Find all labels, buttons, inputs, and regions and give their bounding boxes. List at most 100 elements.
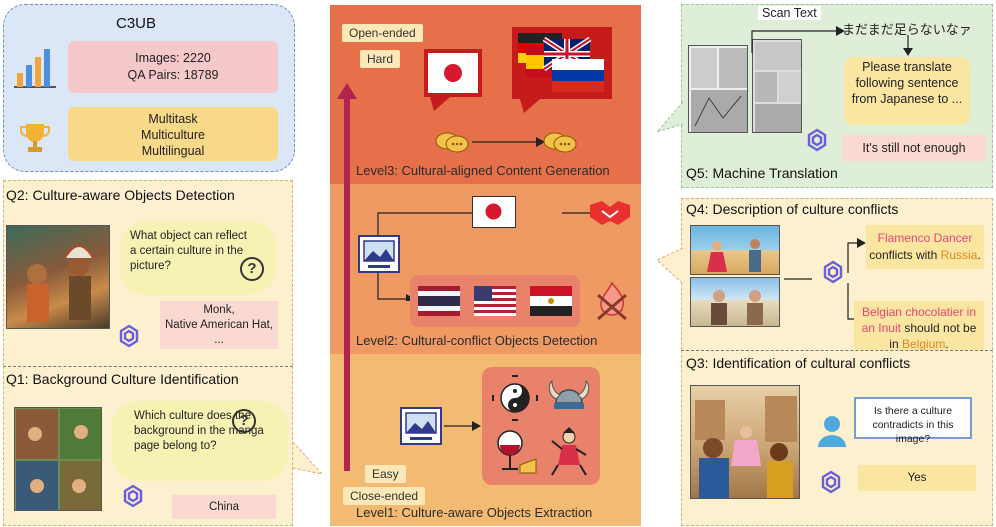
wine-cheese-icon <box>497 430 537 474</box>
q2-answer-box: Monk, Native American Hat, ... <box>160 301 278 349</box>
yin-yang-icon <box>492 375 538 421</box>
translate-prompt-box: Please translate following sentence from… <box>844 57 970 125</box>
q5-title: Q5: Machine Translation <box>686 165 838 181</box>
chocolatier-scene-image <box>690 277 780 327</box>
arrow-l1 <box>444 421 481 431</box>
qa-pairs-count: QA Pairs: 18789 <box>127 68 219 82</box>
flag-russia-icon <box>552 59 604 92</box>
feature-multitask: Multitask <box>148 112 198 126</box>
levels-panel: Open-ended Hard Easy Close-ended <box>330 5 641 526</box>
tag-close-ended: Close-ended <box>343 487 426 505</box>
speech-flags-multi <box>512 27 612 99</box>
c3ub-title: C3UB <box>116 15 157 32</box>
bar-chart-icon <box>14 49 56 88</box>
gpt-logo-icon <box>807 128 827 152</box>
level2-label: Level2: Cultural-conflict Objects Detect… <box>356 333 598 348</box>
q2-answer-line-2: Native American Hat, <box>164 319 273 331</box>
flag-stack-icon <box>518 33 604 92</box>
q3-answer-box: Yes <box>858 465 976 491</box>
flag-egypt-icon <box>530 286 572 316</box>
tag-easy: Easy <box>365 465 406 483</box>
q1-panel: Q1: Background Culture Identification Wh… <box>3 366 293 526</box>
q4-ans1-part-a: Flamenco Dancer <box>877 231 973 245</box>
manga-page-image <box>14 407 102 511</box>
stats-box: Images: 2220 QA Pairs: 18789 <box>68 41 278 93</box>
down-arrow <box>903 35 913 56</box>
q2-title: Q2: Culture-aware Objects Detection <box>6 187 235 203</box>
q4-answer-1: Flamenco Dancer conflicts with Russia. <box>866 225 984 269</box>
q4-ans2-part-d: in <box>889 337 902 351</box>
user-icon <box>818 416 846 447</box>
image-icon <box>358 235 400 273</box>
q5-answer-box: It's still not enough <box>842 135 986 161</box>
gpt-logo-icon <box>823 260 843 284</box>
handshake-icon <box>590 201 630 225</box>
chat-bubble-icon <box>543 132 577 153</box>
difficulty-arrow <box>337 83 357 471</box>
q4-ans1-part-b: conflicts with <box>869 248 941 262</box>
translate-prompt-text: Please translate following sentence from… <box>851 60 963 106</box>
dancer-icon <box>551 427 587 476</box>
scan-text-label: Scan Text <box>758 6 821 20</box>
conflict-fire-icon <box>597 281 627 321</box>
question-mark-icon: ? <box>240 257 264 281</box>
conflict-scene-image <box>690 385 800 499</box>
q4-panel: Q4: Description of culture conflicts Fla… <box>681 198 993 353</box>
q5-panel: Scan Text まだまだ足らないなァ Please translate fo… <box>681 4 993 188</box>
level1-label: Level1: Culture-aware Objects Extraction <box>356 505 593 520</box>
speech-tail-multi <box>520 99 540 113</box>
q4-split-arrows <box>784 278 812 280</box>
flag-japan-icon <box>428 53 478 93</box>
q4-ans2-part-e: Belgium <box>901 337 946 351</box>
features-box: Multitask Multiculture Multilingual <box>68 107 278 161</box>
feature-multilingual: Multilingual <box>141 144 205 158</box>
q1-title: Q1: Background Culture Identification <box>6 371 239 387</box>
q4-answer-2: Belgian chocolatier in an Inuit should n… <box>854 301 984 353</box>
gpt-logo-icon <box>123 484 143 508</box>
jp-source-text: まだまだ足らないなァ <box>842 22 972 37</box>
pointer-q4 <box>656 247 684 285</box>
q2-answer-line-3: ... <box>214 334 224 346</box>
c3ub-panel: C3UB Images: 2220 QA Pairs: 18789 Multit… <box>3 4 295 172</box>
q4-ans2-part-a: Belgian chocolatier in <box>861 305 977 319</box>
flag-thailand-icon <box>418 286 460 316</box>
tag-hard: Hard <box>360 50 401 68</box>
level3-label: Level3: Cultural-aligned Content Generat… <box>356 163 610 178</box>
q4-title: Q4: Description of culture conflicts <box>686 201 899 217</box>
pointer-q1 <box>292 441 324 475</box>
viking-helmet-icon <box>548 379 590 409</box>
flamenco-scene-image <box>690 225 780 275</box>
q3-panel: Q3: Identification of cultural conflicts… <box>681 350 993 526</box>
q4-ans2-part-b: an Inuit <box>861 321 901 335</box>
q1-question-bubble: Which culture does the background in the… <box>112 401 288 481</box>
chat-bubble-icon <box>435 132 469 153</box>
flag-usa-icon <box>474 286 516 316</box>
q1-question-text: Which culture does the background in the… <box>134 410 264 452</box>
q2-question-text: What object can reflect a certain cultur… <box>130 230 247 272</box>
q4-ans2-part-c: should not be <box>900 321 977 335</box>
q4-ans1-part-d: . <box>977 248 981 262</box>
manga-page-right <box>752 39 802 133</box>
flag-japan-icon <box>485 203 502 220</box>
q3-question-box: Is there a culture contradicts in this i… <box>854 397 972 445</box>
scan-arrow <box>751 26 845 53</box>
tag-open-ended: Open-ended <box>342 24 423 42</box>
pointer-q5 <box>656 101 684 133</box>
trophy-icon <box>20 124 50 152</box>
speech-tail-jp <box>430 97 450 111</box>
q2-panel: Q2: Culture-aware Objects Detection What… <box>3 180 293 366</box>
images-count: Images: 2220 <box>135 51 211 65</box>
culture-scene-image <box>6 225 110 329</box>
q4-ans2-part-f: . <box>945 337 949 351</box>
speech-flag-jp <box>424 49 482 97</box>
gpt-logo-icon <box>119 324 139 348</box>
q4-ans1-part-c: Russia <box>940 248 978 262</box>
culture-objects-group <box>482 367 600 485</box>
q1-answer-box: China <box>172 495 276 519</box>
gpt-logo-icon <box>821 470 841 494</box>
image-icon <box>400 407 442 445</box>
arrow-l3 <box>472 137 545 147</box>
q2-question-bubble: What object can reflect a certain cultur… <box>120 221 276 295</box>
q3-title: Q3: Identification of cultural conflicts <box>686 355 911 371</box>
q2-answer-line-1: Monk, <box>203 304 235 316</box>
